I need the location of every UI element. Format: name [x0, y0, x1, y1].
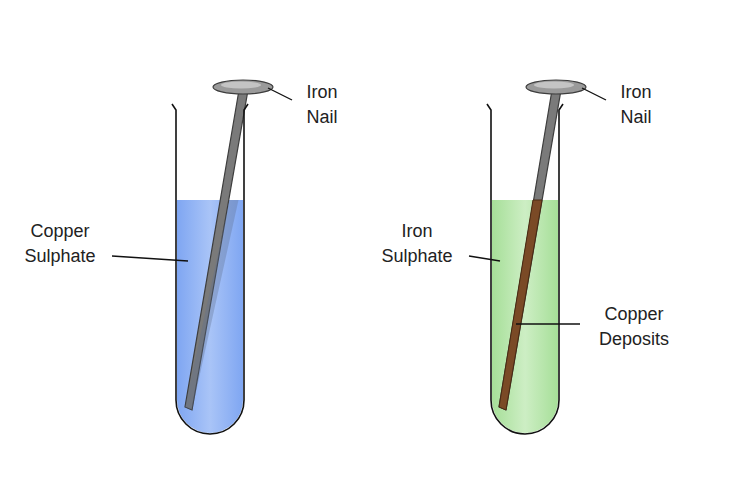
iron-nail-head — [526, 80, 586, 94]
leader-line — [582, 88, 606, 100]
iron-nail-shaft — [185, 90, 248, 410]
callout-label: Iron Nail — [292, 80, 352, 130]
copper-deposit — [499, 200, 542, 410]
iron-nail-shaft — [499, 90, 561, 410]
leader-line — [268, 88, 292, 100]
leader-line — [516, 323, 580, 324]
test-tube — [172, 104, 248, 434]
callout-label: Iron Nail — [606, 80, 666, 130]
leader-line — [112, 256, 188, 261]
callout-label: Iron Sulphate — [367, 219, 467, 269]
callout-label: Copper Deposits — [584, 302, 684, 352]
test-tube — [487, 104, 563, 434]
leader-line — [469, 256, 500, 261]
nail-head-shine — [221, 82, 261, 89]
iron-nail-head — [213, 80, 273, 94]
iron-sulphate-liquid — [492, 200, 558, 433]
nail-submerged-tint — [185, 200, 239, 410]
nail-head-shine — [534, 82, 574, 89]
callout-label: Copper Sulphate — [10, 219, 110, 269]
